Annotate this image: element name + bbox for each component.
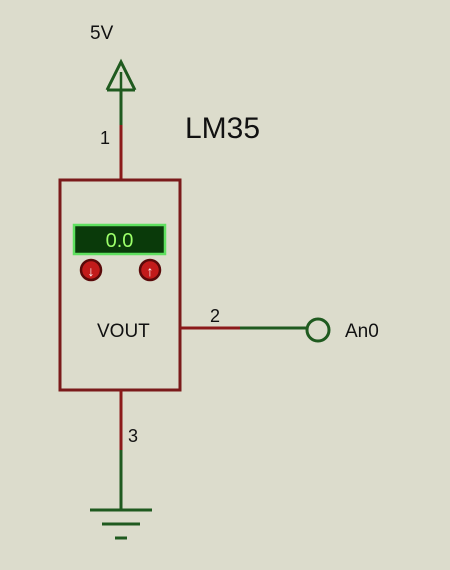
pin-gnd[interactable]: 3 bbox=[119, 390, 138, 450]
output-terminal[interactable]: An0 bbox=[305, 317, 379, 343]
pin-number-3: 3 bbox=[128, 426, 138, 446]
pin-number-2: 2 bbox=[210, 306, 220, 326]
output-terminal-label: An0 bbox=[345, 321, 379, 342]
component-name: LM35 bbox=[185, 112, 260, 145]
ground-icon[interactable] bbox=[90, 508, 152, 540]
terminal-circle-icon bbox=[305, 317, 331, 343]
arrow-up-icon bbox=[138, 258, 162, 282]
component-body bbox=[58, 178, 182, 392]
lm35-component[interactable]: 0.0 ↓ ↑ VOUT bbox=[58, 178, 182, 392]
power-label: 5V bbox=[90, 23, 114, 44]
arrow-down-icon bbox=[79, 258, 103, 282]
increment-glyph: ↑ bbox=[147, 263, 154, 279]
increment-button[interactable]: ↑ bbox=[138, 258, 162, 282]
decrement-glyph: ↓ bbox=[88, 263, 95, 279]
pin-vcc[interactable]: 1 bbox=[100, 125, 123, 180]
display-value: 0.0 bbox=[106, 230, 134, 252]
decrement-button[interactable]: ↓ bbox=[79, 258, 103, 282]
output-pin-label: VOUT bbox=[97, 321, 150, 342]
temperature-display: 0.0 bbox=[72, 223, 167, 256]
pin-out[interactable]: 2 bbox=[180, 306, 240, 330]
pin-number-1: 1 bbox=[100, 128, 110, 148]
